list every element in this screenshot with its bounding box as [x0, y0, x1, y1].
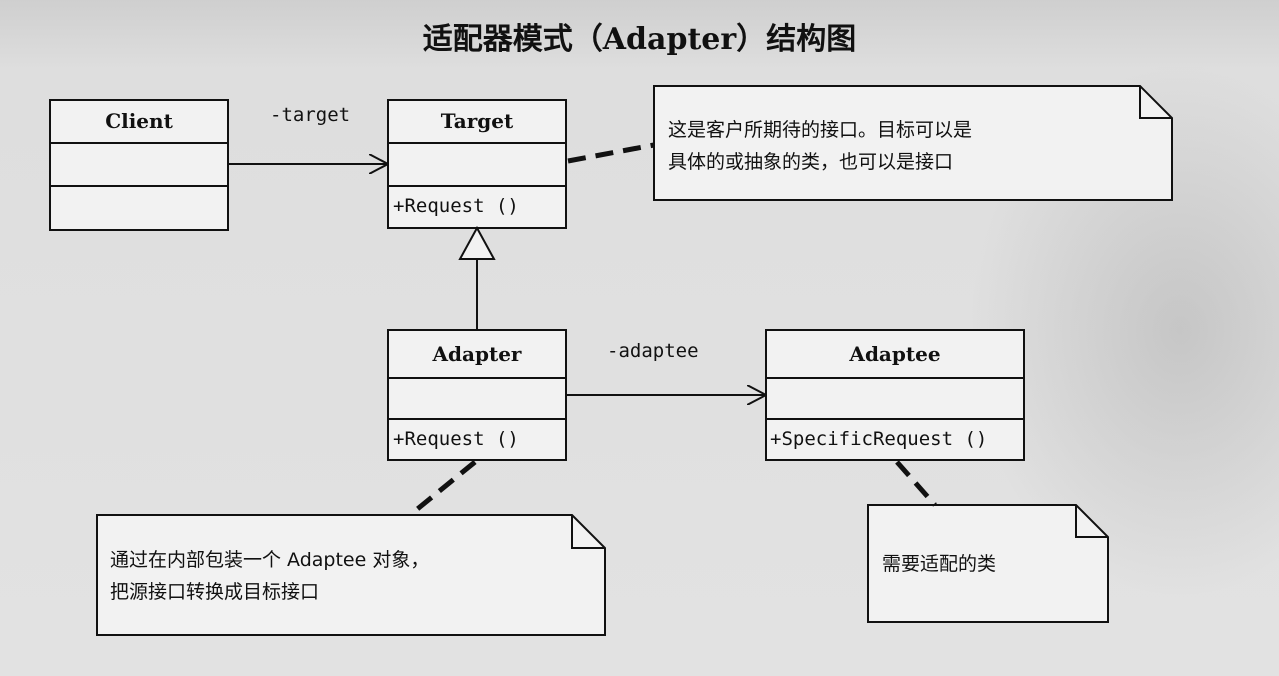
generalization-arrow	[458, 225, 496, 330]
target-note-line-2: 具体的或抽象的类，也可以是接口	[668, 151, 954, 173]
target-note-line-1: 这是客户所期待的接口。目标可以是	[668, 119, 973, 141]
client-class-name: Client	[105, 109, 173, 133]
client-class-box	[49, 99, 229, 231]
target-note-box	[653, 85, 1173, 201]
target-note-connector	[567, 142, 655, 164]
adapter-note-line-2: 把源接口转换成目标接口	[110, 581, 320, 603]
target-operation: +Request ()	[393, 195, 519, 217]
adapter-class-box	[387, 329, 567, 461]
target-class-name: Target	[440, 109, 514, 133]
target-role-label: -target	[270, 104, 351, 126]
diagram-title: 适配器模式（Adapter）结构图	[422, 22, 857, 57]
adaptee-note-line-1: 需要适配的类	[882, 553, 997, 575]
adapter-note-line-1: 通过在内部包装一个 Adaptee 对象，	[110, 549, 430, 571]
adaptee-class-name: Adaptee	[849, 342, 941, 366]
adaptee-role-label: -adaptee	[607, 340, 699, 362]
adapter-note-box	[96, 514, 606, 636]
adaptee-operation: +SpecificRequest ()	[770, 428, 988, 450]
adapter-operation: +Request ()	[393, 428, 519, 450]
target-class-box	[387, 99, 567, 229]
adaptee-note-connector	[895, 460, 937, 507]
adapter-class-name: Adapter	[432, 342, 522, 366]
adaptee-class-box	[765, 329, 1025, 461]
adaptee-note-box	[867, 504, 1109, 623]
adapter-note-connector	[408, 460, 477, 517]
